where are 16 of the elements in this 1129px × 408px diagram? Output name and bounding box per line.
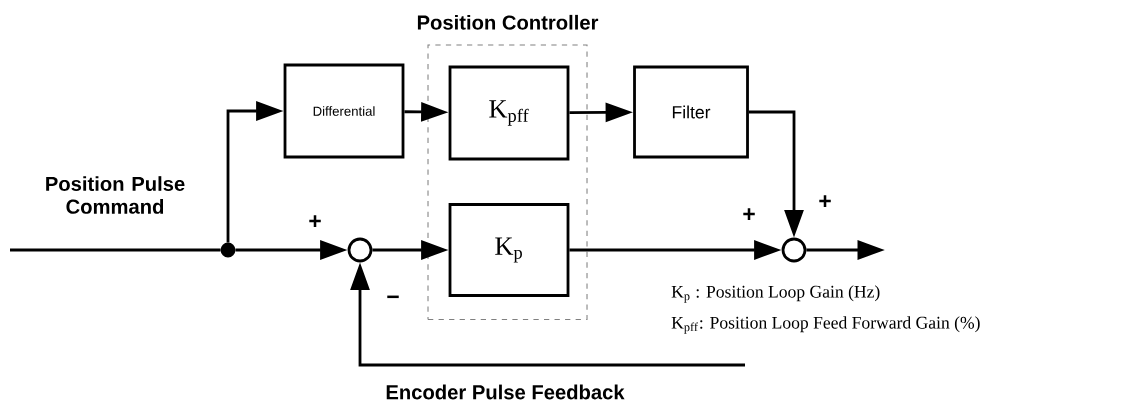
node-label: Position Controller bbox=[417, 14, 599, 30]
sign-label: + bbox=[743, 208, 755, 220]
edge-label: Encoder Pulse Feedback bbox=[386, 384, 625, 400]
summing-junction bbox=[347, 237, 373, 263]
signal-line bbox=[10, 248, 221, 252]
process-box: Filter bbox=[633, 65, 749, 159]
note-text: K$_{pff}$: Position Loop Feed Forward Gain (%) bbox=[671, 316, 980, 334]
sign-label: + bbox=[819, 195, 831, 207]
gain-box: K$_{pff}$ bbox=[448, 65, 570, 161]
note-text: K$_{p}$ : Position Loop Gain (Hz) bbox=[671, 285, 880, 303]
summing-junction bbox=[781, 237, 807, 263]
sign-label: − bbox=[387, 295, 399, 299]
sign-label: + bbox=[309, 215, 321, 227]
process-box: Differential bbox=[283, 63, 405, 159]
edge-label: Position Pulse Command bbox=[46, 176, 185, 214]
gain-box: K$_{p}$ bbox=[448, 203, 570, 297]
